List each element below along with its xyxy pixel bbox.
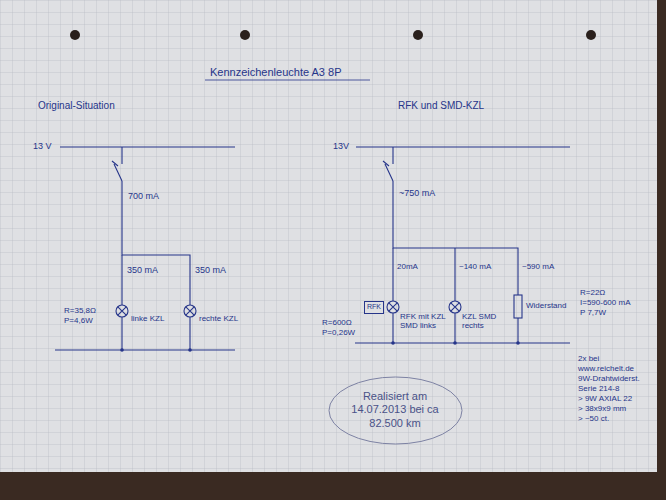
circuit-label: ~750 mA <box>399 188 435 198</box>
junction-dot <box>188 348 192 352</box>
circuit-label: RFK und SMD-KZL <box>398 100 484 112</box>
circuit-label: 13 V <box>33 141 52 151</box>
node-text: RFK <box>367 303 381 311</box>
oval-outline <box>329 377 462 444</box>
punch-hole <box>586 30 596 40</box>
lamp-cross <box>389 303 397 311</box>
lamp-cross <box>118 307 126 315</box>
junction-dot <box>120 348 124 352</box>
circuit-label: R=600Ω <box>322 318 352 327</box>
note-oval: Realisiert am 14.07.2013 bei ca 82.500 k… <box>328 376 463 445</box>
circuit-label: Serie 214-8 <box>578 384 619 393</box>
wire <box>393 313 518 343</box>
punch-hole <box>413 30 423 40</box>
circuit-label: www.reichelt.de <box>578 364 634 373</box>
circuit-label: 9W-Drahtwiderst. <box>578 374 640 383</box>
circuit-label: 2x bei <box>578 354 599 363</box>
circuit-label: > 38x9x9 mm <box>578 404 626 413</box>
circuit-label: Original-Situation <box>38 100 115 112</box>
circuit-label: R=35,8Ω <box>64 306 96 315</box>
circuit-label: P=0,26W <box>322 328 355 337</box>
supply-rail <box>356 146 570 147</box>
title-underline <box>205 80 370 81</box>
wire <box>392 147 393 164</box>
circuit-label: rechte KZL <box>199 314 238 323</box>
circuit-label: > 9W AXIAL 22 <box>578 394 632 403</box>
node-text: Realisiert am 14.07.2013 bei ca 82.500 k… <box>351 390 439 430</box>
wire <box>121 147 122 164</box>
circuit-label: KZL SMD rechts <box>462 312 506 330</box>
ground-rail <box>55 349 235 350</box>
lamp-symbol <box>116 305 128 317</box>
component-box: RFK <box>364 301 384 314</box>
circuit-label: linke KZL <box>131 314 164 323</box>
circuit-label: 700 mA <box>128 191 159 201</box>
wire <box>121 255 122 305</box>
circuit-label: I=590-600 mA <box>580 298 630 307</box>
circuit-label: RFK mit KZL SMD links <box>400 312 446 330</box>
punch-hole <box>70 30 80 40</box>
circuit-label: P 7,7W <box>580 308 606 317</box>
wire <box>122 181 190 305</box>
lamp-cross <box>451 303 459 311</box>
punch-hole <box>240 30 250 40</box>
resistor-symbol <box>514 295 522 318</box>
ground-rail <box>355 342 570 343</box>
circuit-label: > ~50 ct. <box>578 414 609 423</box>
diagram-title: Kennzeichenleuchte A3 8P <box>210 66 342 79</box>
circuit-label: 20mA <box>397 262 418 271</box>
lamp-cross <box>186 307 194 315</box>
circuit-label: 350 mA <box>127 265 158 275</box>
lamp-symbol <box>449 301 461 313</box>
supply-rail <box>60 146 235 147</box>
circuit-label: 13V <box>333 141 349 151</box>
wire <box>393 248 455 301</box>
switch-symbol <box>112 161 122 181</box>
junction-dot <box>391 341 395 345</box>
junction-dot <box>453 341 457 345</box>
circuit-label: 350 mA <box>195 265 226 275</box>
lamp-symbol <box>184 305 196 317</box>
circuit-label: ~590 mA <box>522 262 554 271</box>
switch-symbol <box>383 161 393 181</box>
lamp-symbol <box>387 301 399 313</box>
junction-dot <box>516 341 520 345</box>
grid-lines <box>0 0 657 472</box>
circuit-label: P=4,6W <box>64 316 93 325</box>
circuit-label: ~140 mA <box>459 262 491 271</box>
paper-sheet <box>0 0 657 472</box>
circuit-label: R=22Ω <box>580 288 605 297</box>
circuit-label: Widerstand <box>526 301 566 310</box>
